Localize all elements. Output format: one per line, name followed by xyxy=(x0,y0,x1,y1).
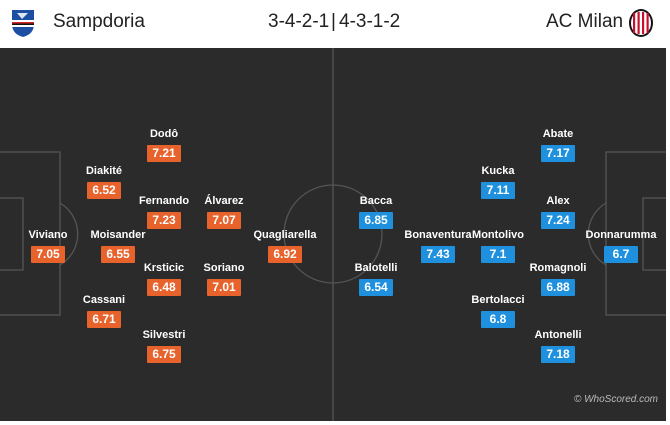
match-header: Sampdoria 3-4-2-1 | 4-3-1-2 AC Milan xyxy=(0,0,670,48)
player-rating-badge: 6.7 xyxy=(604,246,638,263)
player-rating-badge: 7.07 xyxy=(207,212,241,229)
player-name: Silvestri xyxy=(142,329,186,341)
home-player: Fernando 7.23 xyxy=(124,194,204,229)
player-name: Romagnoli xyxy=(529,262,587,274)
sampdoria-crest-icon xyxy=(12,10,34,37)
home-player: Viviano 7.05 xyxy=(8,228,88,263)
away-player: Abate 7.17 xyxy=(518,127,598,162)
away-formation: 4-3-1-2 xyxy=(339,11,401,32)
whoscored-watermark: © WhoScored.com xyxy=(573,394,658,405)
player-name: Krsticic xyxy=(143,262,185,274)
home-player: Quagliarella 6.92 xyxy=(245,228,325,263)
player-rating-badge: 7.11 xyxy=(481,182,515,199)
away-team-name: AC Milan xyxy=(546,11,624,32)
player-rating-badge: 7.23 xyxy=(147,212,181,229)
player-name: Bacca xyxy=(359,195,393,207)
player-rating-badge: 7.1 xyxy=(481,246,515,263)
away-player: Donnarumma 6.7 xyxy=(581,228,661,263)
player-name: Bertolacci xyxy=(471,294,525,306)
player-name: Bonaventura xyxy=(404,229,472,241)
player-rating-badge: 7.24 xyxy=(541,212,575,229)
home-player: Diakité 6.52 xyxy=(64,164,144,199)
player-name: Viviano xyxy=(28,229,68,241)
player-rating-badge: 6.92 xyxy=(268,246,302,263)
player-rating-badge: 6.8 xyxy=(481,311,515,328)
player-name: Donnarumma xyxy=(585,229,657,241)
player-rating-badge: 6.48 xyxy=(147,279,181,296)
player-name: Abate xyxy=(542,128,574,140)
away-player: Romagnoli 6.88 xyxy=(518,261,598,296)
player-rating-badge: 7.01 xyxy=(207,279,241,296)
player-name: Dodô xyxy=(149,128,179,140)
away-player: Balotelli 6.54 xyxy=(336,261,416,296)
home-player: Silvestri 6.75 xyxy=(124,328,204,363)
player-rating-badge: 7.17 xyxy=(541,145,575,162)
player-rating-badge: 6.75 xyxy=(147,346,181,363)
player-rating-badge: 6.88 xyxy=(541,279,575,296)
player-rating-badge: 6.85 xyxy=(359,212,393,229)
home-player: Dodô 7.21 xyxy=(124,127,204,162)
player-rating-badge: 6.52 xyxy=(87,182,121,199)
player-name: Montolivo xyxy=(472,229,524,241)
player-name: Diakité xyxy=(85,165,123,177)
player-name: Soriano xyxy=(203,262,245,274)
player-name: Moisander xyxy=(90,229,146,241)
player-rating-badge: 6.71 xyxy=(87,311,121,328)
away-player: Bacca 6.85 xyxy=(336,194,416,229)
player-name: Kucka xyxy=(481,165,515,177)
player-name: Alex xyxy=(546,195,570,207)
player-name: Álvarez xyxy=(204,195,244,207)
away-player: Alex 7.24 xyxy=(518,194,598,229)
home-player: Krsticic 6.48 xyxy=(124,261,204,296)
home-team-name: Sampdoria xyxy=(53,11,145,32)
player-rating-badge: 7.21 xyxy=(147,145,181,162)
away-player: Montolivo 7.1 xyxy=(458,228,538,263)
pitch-markings xyxy=(0,48,666,421)
home-player: Álvarez 7.07 xyxy=(184,194,264,229)
player-rating-badge: 7.43 xyxy=(421,246,455,263)
away-player: Kucka 7.11 xyxy=(458,164,538,199)
player-rating-badge: 7.18 xyxy=(541,346,575,363)
player-rating-badge: 6.55 xyxy=(101,246,135,263)
home-formation: 3-4-2-1 xyxy=(268,11,330,32)
home-player: Cassani 6.71 xyxy=(64,293,144,328)
player-name: Fernando xyxy=(138,195,190,207)
formation-separator: | xyxy=(331,11,336,32)
away-player: Bertolacci 6.8 xyxy=(458,293,538,328)
player-name: Quagliarella xyxy=(253,229,317,241)
player-rating-badge: 6.54 xyxy=(359,279,393,296)
player-name: Balotelli xyxy=(354,262,398,274)
player-name: Antonelli xyxy=(534,329,582,341)
player-rating-badge: 7.05 xyxy=(31,246,65,263)
ac-milan-crest-icon xyxy=(629,9,653,37)
away-player: Antonelli 7.18 xyxy=(518,328,598,363)
away-player: Bonaventura 7.43 xyxy=(398,228,478,263)
home-player: Moisander 6.55 xyxy=(78,228,158,263)
home-player: Soriano 7.01 xyxy=(184,261,264,296)
player-name: Cassani xyxy=(82,294,126,306)
